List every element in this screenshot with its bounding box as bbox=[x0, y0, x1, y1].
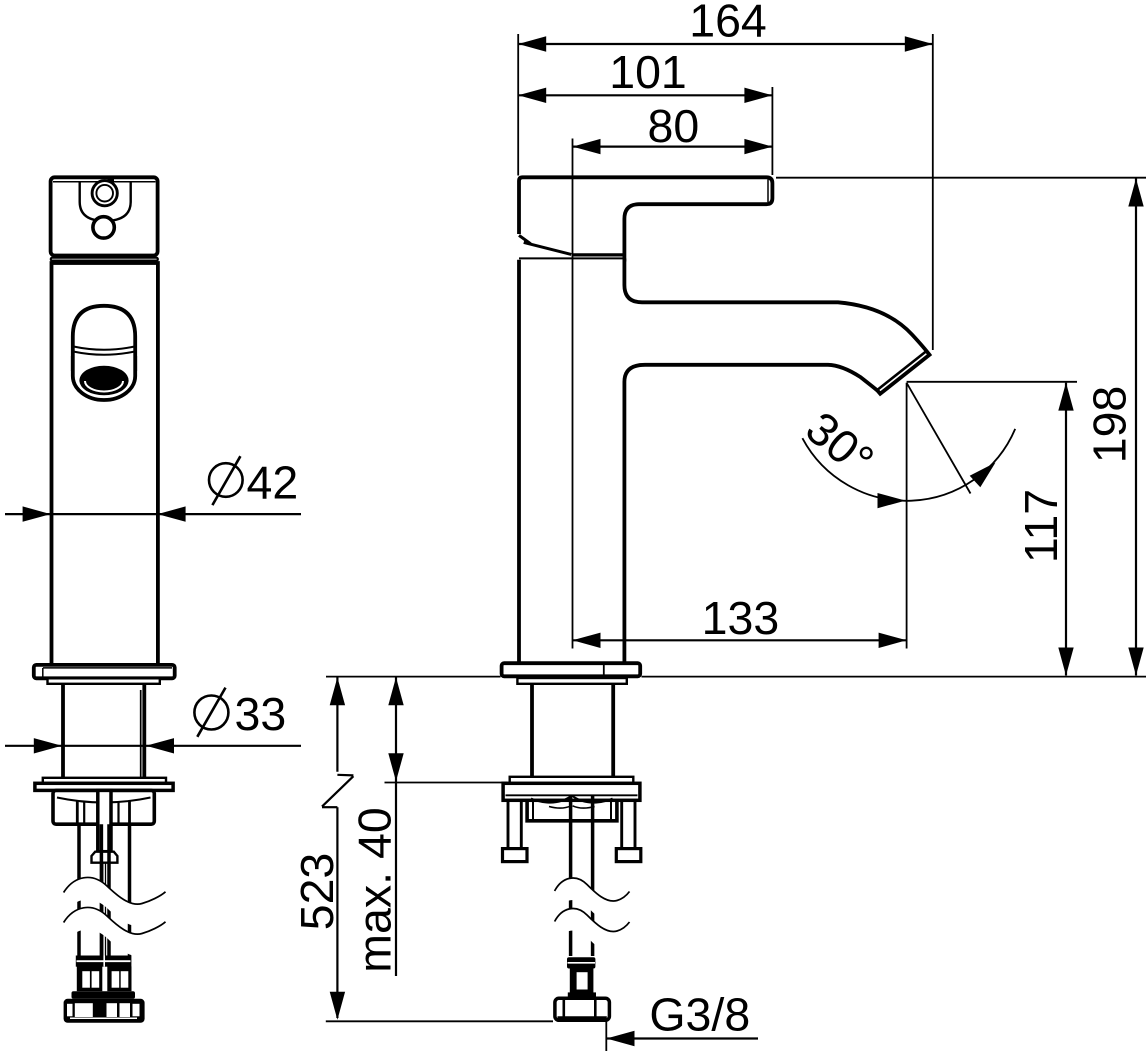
svg-text:133: 133 bbox=[702, 592, 780, 644]
svg-text:33: 33 bbox=[235, 688, 287, 740]
svg-text:523: 523 bbox=[291, 853, 343, 931]
svg-text:101: 101 bbox=[609, 46, 687, 98]
svg-text:42: 42 bbox=[247, 456, 299, 508]
svg-text:198: 198 bbox=[1084, 386, 1136, 464]
svg-text:G3/8: G3/8 bbox=[649, 988, 750, 1040]
svg-text:max. 40: max. 40 bbox=[349, 807, 401, 972]
svg-text:164: 164 bbox=[689, 0, 767, 47]
svg-text:117: 117 bbox=[1015, 489, 1067, 563]
svg-text:80: 80 bbox=[648, 100, 700, 152]
